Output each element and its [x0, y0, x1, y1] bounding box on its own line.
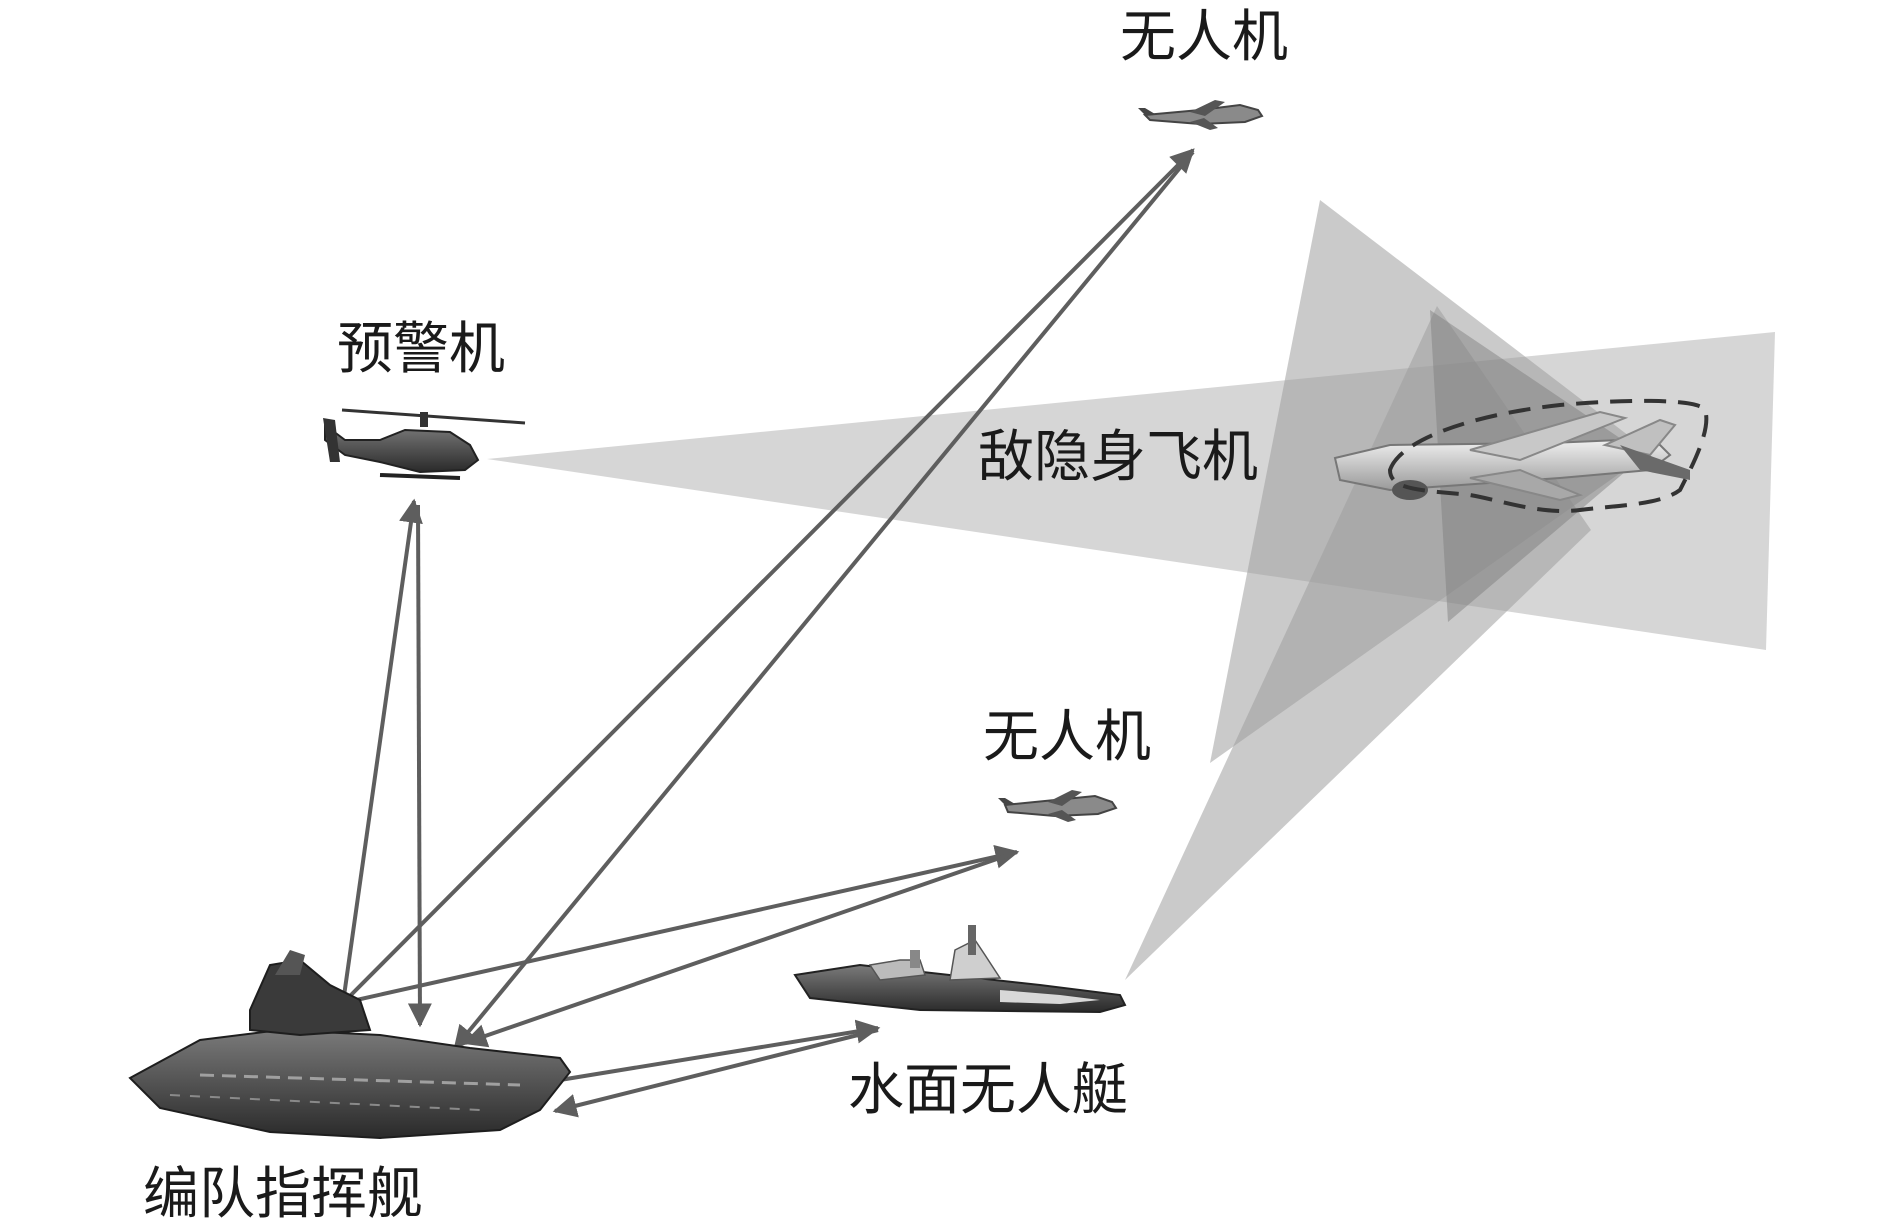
link-awacs-to-command: [407, 504, 432, 1028]
link-uav-mid-to-command: [462, 850, 1018, 1048]
awacs-label: 预警机: [337, 317, 505, 382]
detection-beams: [487, 200, 1775, 980]
helicopter-icon: [323, 408, 526, 480]
link-command-to-uav-top: [341, 148, 1195, 1005]
aircraft-carrier-icon: [128, 950, 572, 1140]
link-command-to-awacs: [341, 498, 423, 1004]
uav-mid-label: 无人机: [983, 705, 1151, 770]
usv-label: 水面无人艇: [848, 1058, 1128, 1123]
link-uav-top-to-command: [453, 150, 1195, 1050]
uav-top-icon: [1138, 100, 1264, 130]
stealth-aircraft-icon: [1333, 398, 1709, 513]
command-ship-label: 编队指挥舰: [143, 1162, 423, 1227]
link-usv-to-command: [552, 1028, 879, 1118]
stealth-aircraft-label: 敌隐身飞机: [978, 425, 1258, 490]
link-command-to-uav-mid: [342, 845, 1020, 1005]
warship-icon: [793, 925, 1127, 1014]
link-command-to-usv: [559, 1019, 881, 1082]
uav-mid-icon: [998, 790, 1118, 822]
uav-top-label: 无人机: [1120, 5, 1288, 70]
communication-links: [341, 148, 1195, 1118]
